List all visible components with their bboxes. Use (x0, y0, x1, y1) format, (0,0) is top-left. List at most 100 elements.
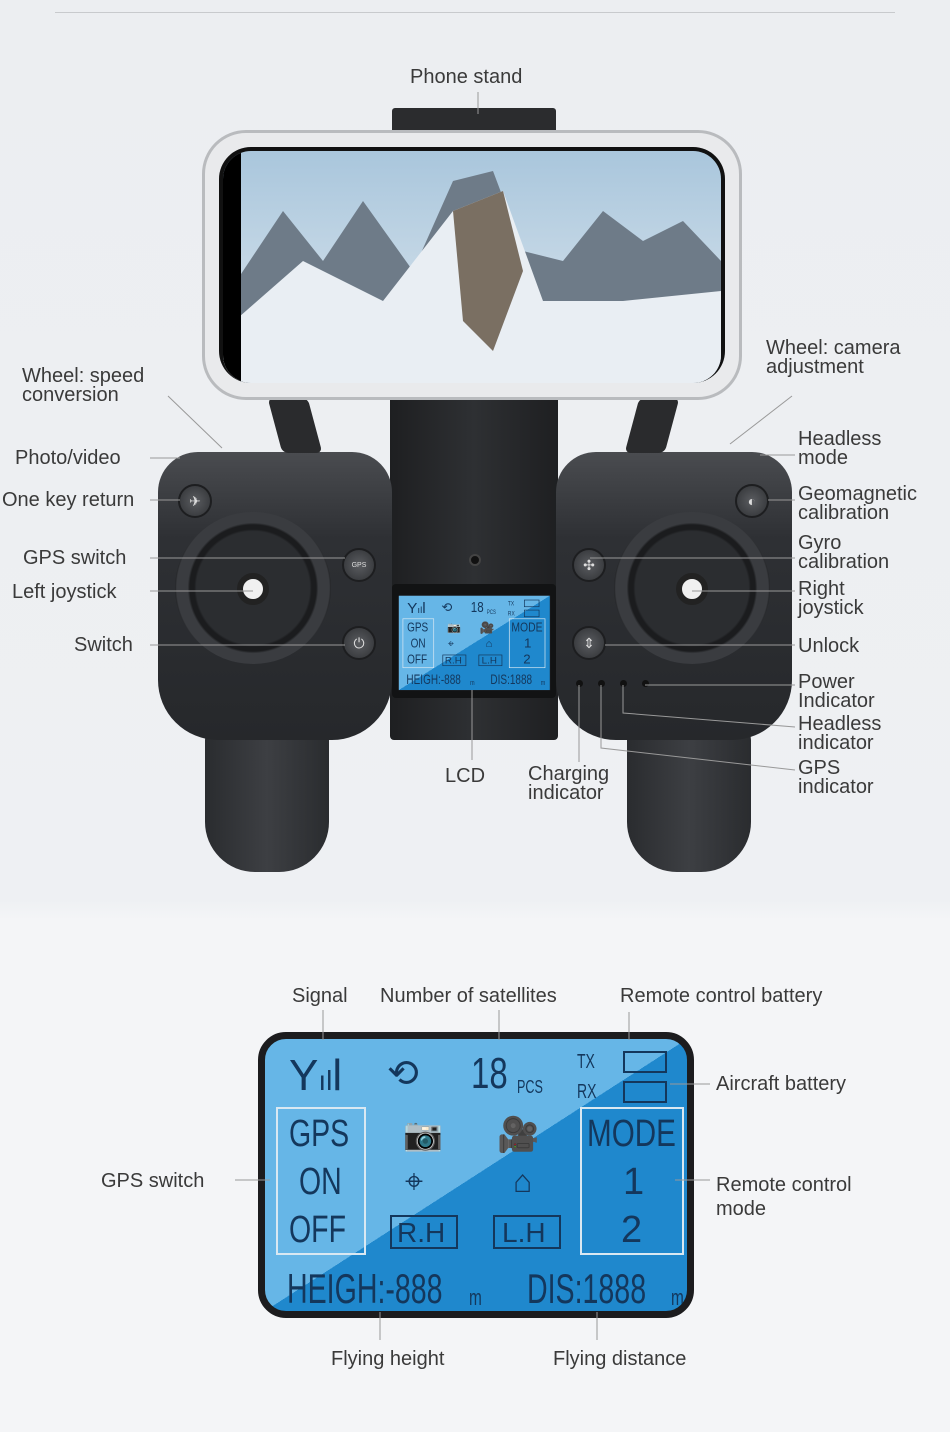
label-flying-height: Flying height (331, 1348, 445, 1370)
label-switch: Switch (74, 634, 133, 656)
home-point-icon: ⌂ (485, 637, 493, 650)
unlock-button[interactable]: ⇕ (572, 626, 606, 660)
lcd-on: ON (410, 636, 426, 651)
target-icon: ⌖ (405, 1163, 424, 1199)
camera-icon: 📷 (447, 621, 461, 634)
lcd-gps: GPS (289, 1113, 350, 1155)
charging-led (576, 680, 583, 687)
label-lcd-gps-switch: GPS switch (101, 1170, 205, 1192)
top-divider (55, 12, 895, 13)
lcd-rh: R.H (397, 1217, 446, 1248)
video-icon: 🎥 (497, 1116, 540, 1154)
satellite-count: 18 (471, 1049, 508, 1098)
label-gps-switch: GPS switch (23, 547, 127, 569)
label-line: Headless (798, 428, 882, 450)
rx-label: RX (507, 609, 515, 618)
label-line: indicator (798, 732, 874, 754)
label-line: calibration (798, 502, 890, 524)
lcd-off: OFF (407, 652, 428, 667)
rh-frame (442, 654, 467, 667)
label-aircraft-battery: Aircraft battery (716, 1073, 847, 1095)
right-joystick-cap (676, 573, 708, 605)
satellite-icon: ⟲ (387, 1053, 419, 1095)
gps-switch-button[interactable]: GPS (342, 548, 376, 582)
headless-led (620, 680, 627, 687)
lcd-distance: DIS:1888 (527, 1265, 647, 1312)
left-grip (205, 720, 329, 872)
label-line: indicator (528, 782, 604, 804)
label-unlock: Unlock (798, 635, 860, 657)
label-line: Remote control (716, 1174, 852, 1196)
label-satellites: Number of satellites (380, 985, 557, 1007)
home-point-icon: ⌂ (513, 1163, 533, 1199)
label-line: calibration (798, 551, 890, 573)
lcd-mode-1: 1 (623, 1161, 645, 1203)
label-line: adjustment (766, 356, 864, 378)
phone-screen (219, 147, 725, 383)
lcd-mode-2: 2 (621, 1209, 643, 1251)
rc-battery-icon (524, 599, 540, 608)
aircraft-battery-icon (623, 1081, 667, 1103)
geomagnetic-calibration-button[interactable]: ◐ (735, 484, 769, 518)
camera-dot (469, 554, 481, 566)
lh-frame (493, 1215, 561, 1249)
mode-panel (508, 618, 546, 669)
lcd-distance-unit: m (671, 1285, 684, 1310)
signal-icon: Yıll (407, 599, 426, 617)
lcd-mode: MODE (511, 620, 543, 635)
label-line: Geomagnetic (798, 483, 917, 505)
power-switch-button[interactable]: ⏻ (342, 626, 376, 660)
label-left-joystick: Left joystick (12, 581, 117, 603)
label-line: conversion (22, 384, 119, 406)
left-joystick-cap (237, 573, 269, 605)
lcd-height: HEIGH:-888 (406, 671, 461, 688)
satellite-icon: ⟲ (441, 600, 453, 615)
mode-panel (580, 1107, 684, 1255)
lcd-on: ON (299, 1161, 342, 1203)
one-key-return-button[interactable]: ✈ (178, 484, 212, 518)
lcd-lh: L.H (481, 655, 497, 666)
phone-stand (392, 108, 556, 134)
lcd-height-unit: m (470, 678, 475, 687)
camera-icon: 📷 (403, 1116, 443, 1152)
pcs-label: PCS (517, 1077, 543, 1097)
lh-frame (478, 654, 503, 667)
signal-icon: Yıll (289, 1051, 343, 1100)
controller-lcd-screen: Yıll ⟲ 18 PCS TX RX GPS ON OFF 📷 🎥 ⌖ ⌂ R… (398, 595, 551, 691)
gps-panel (402, 618, 435, 669)
tx-label: TX (577, 1051, 595, 1073)
lcd-gps: GPS (407, 620, 429, 635)
power-led (642, 680, 649, 687)
lcd-mode: MODE (587, 1113, 676, 1155)
lcd-distance: DIS:1888 (490, 671, 533, 688)
label-line: Right (798, 578, 845, 600)
pcs-label: PCS (486, 608, 496, 616)
label-one-key-return: One key return (2, 489, 135, 511)
label-line: mode (798, 447, 849, 469)
mountain-photo (223, 151, 721, 383)
label-line: joystick (798, 597, 864, 619)
label-line: indicator (798, 776, 874, 798)
tx-label: TX (507, 599, 515, 608)
lcd-distance-unit: m (540, 678, 546, 687)
gyro-calibration-button[interactable]: ✣ (572, 548, 606, 582)
rh-frame (390, 1215, 458, 1249)
label-flying-distance: Flying distance (553, 1348, 687, 1370)
label-rc-battery: Remote control battery (620, 985, 823, 1007)
label-line: Headless (798, 713, 882, 735)
label-line: Wheel: speed (22, 365, 145, 387)
satellite-count: 18 (470, 599, 484, 616)
lcd-mode-2: 2 (523, 652, 531, 667)
video-icon: 🎥 (479, 621, 495, 635)
lcd-display: Yıll ⟲ 18 PCS TX RX GPS ON OFF 📷 🎥 ⌖ ⌂ R… (258, 1032, 694, 1318)
label-line: Gyro (798, 532, 842, 554)
